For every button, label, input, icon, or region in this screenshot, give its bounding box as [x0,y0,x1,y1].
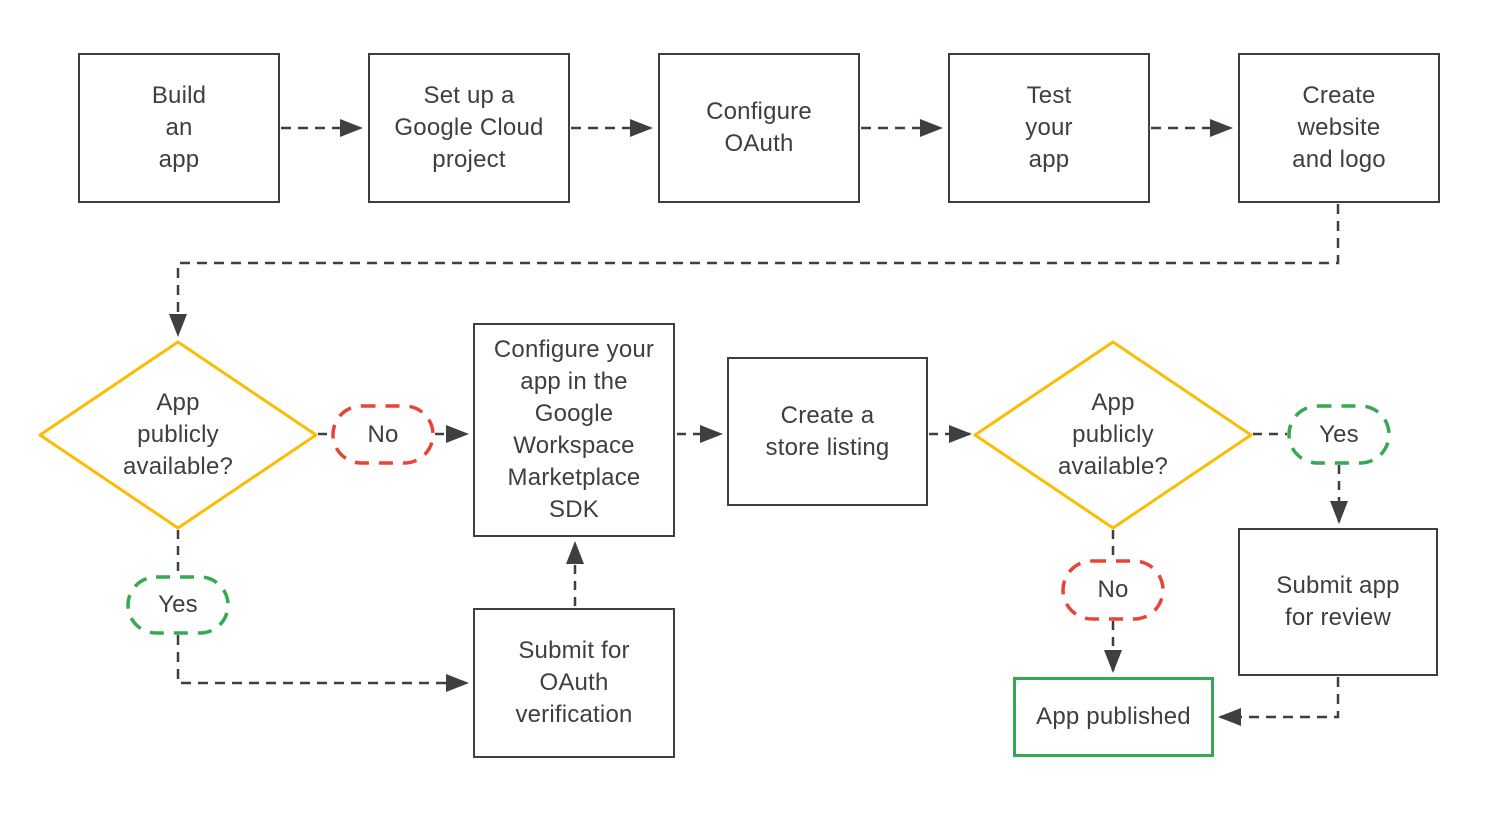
decision2-diamond [973,340,1253,530]
decision1-diamond [38,340,318,530]
node-app-published: App published [1013,677,1214,757]
node-build-app: Build an app [78,53,280,203]
node-configure-marketplace-sdk: Configure your app in the Google Workspa… [473,323,675,537]
node-submit-app-for-review: Submit app for review [1238,528,1438,676]
no2-badge-label: No [1097,576,1129,603]
node-create-store-listing: Create a store listing [727,357,928,506]
node-setup-gcp-project: Set up a Google Cloud project [368,53,570,203]
node-submit-oauth-verification: Submit for OAuth verification [473,608,675,758]
decision1-label: App publicly available? [122,389,234,480]
no1-badge-outline [331,404,435,465]
no2-badge-outline [1061,559,1165,621]
yes2-badge-label: Yes [1319,420,1359,448]
node-configure-oauth: Configure OAuth [658,53,860,203]
decision2-label: App publicly available? [1057,389,1169,480]
yes1-badge-label: Yes [158,591,198,618]
yes1-badge-outline [126,575,230,635]
node-test-your-app: Test your app [948,53,1150,203]
connector-yes1-to-submit-oauth [176,635,469,692]
yes2-badge-outline [1287,404,1391,465]
no1-badge-label: No [367,420,399,448]
node-create-website-logo: Create website and logo [1238,53,1440,203]
connector-submit-review-to-app-published [1218,677,1340,726]
connector-website-to-decision1 [169,204,1340,337]
